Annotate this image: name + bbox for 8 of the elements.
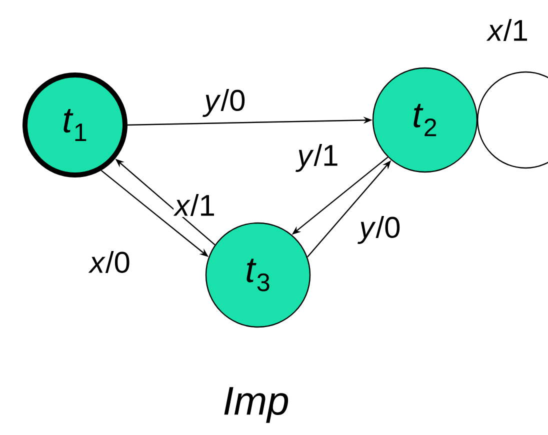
arrow <box>477 71 548 169</box>
edge-label: x/1 <box>173 192 216 217</box>
caption: Imp <box>224 387 288 423</box>
edge-label: y/0 <box>358 215 402 245</box>
edge-label: x/0 <box>88 250 132 274</box>
edge-label: x/1 <box>486 18 530 42</box>
edge-label: y/0 <box>202 88 247 118</box>
edge-label: y/1 <box>296 143 340 173</box>
